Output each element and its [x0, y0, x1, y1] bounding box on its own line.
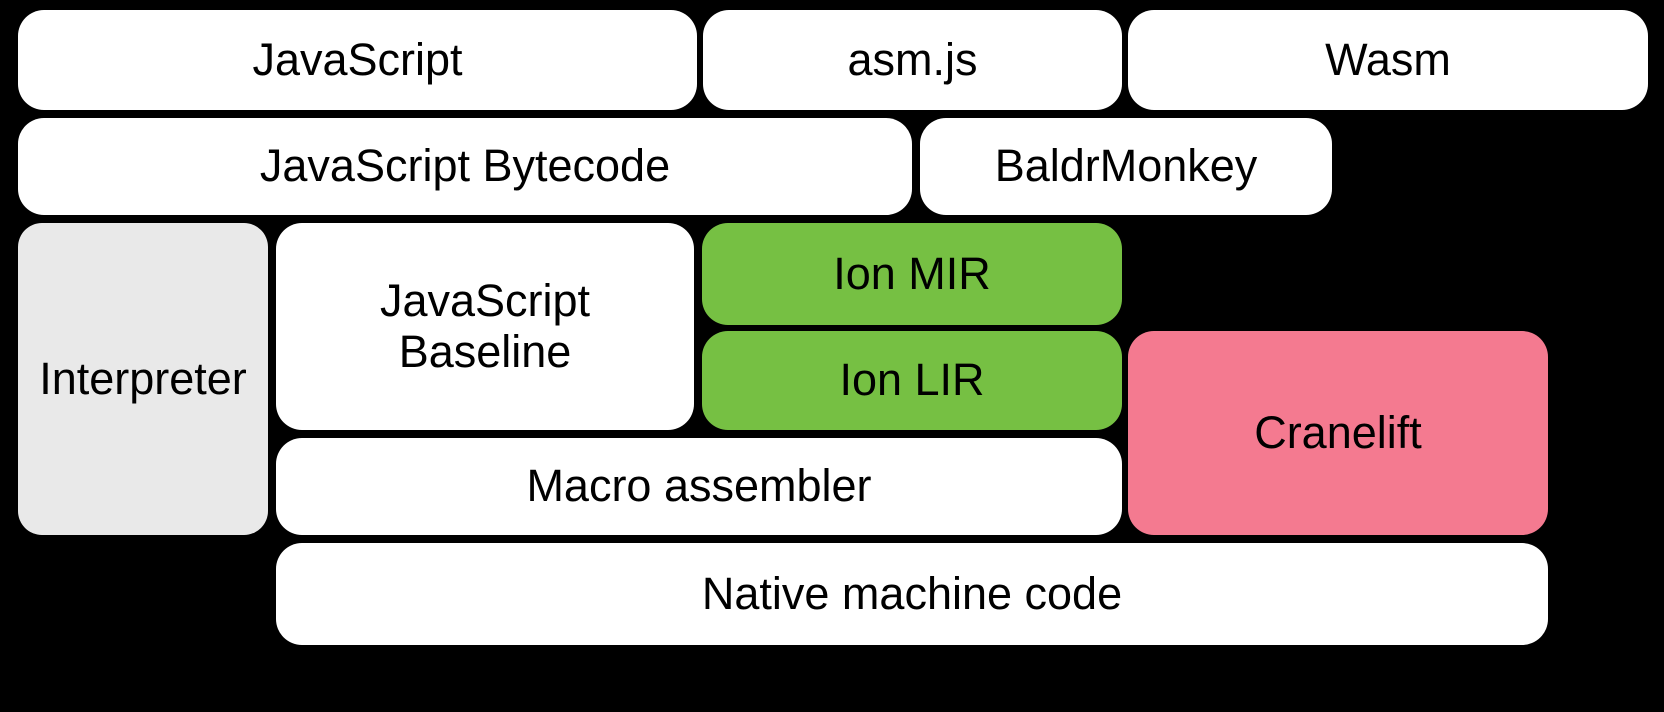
node-javascript-bytecode[interactable]: JavaScript Bytecode	[18, 118, 912, 215]
node-baldrmonkey[interactable]: BaldrMonkey	[920, 118, 1332, 215]
node-interpreter[interactable]: Interpreter	[18, 223, 268, 535]
node-asmjs[interactable]: asm.js	[703, 10, 1122, 110]
node-native-machine-code[interactable]: Native machine code	[276, 543, 1548, 645]
node-ion-mir[interactable]: Ion MIR	[702, 223, 1122, 325]
node-cranelift[interactable]: Cranelift	[1128, 331, 1548, 535]
node-macro-assembler[interactable]: Macro assembler	[276, 438, 1122, 535]
node-javascript[interactable]: JavaScript	[18, 10, 697, 110]
node-ion-lir[interactable]: Ion LIR	[702, 331, 1122, 430]
node-wasm[interactable]: Wasm	[1128, 10, 1648, 110]
node-javascript-baseline[interactable]: JavaScript Baseline	[276, 223, 694, 430]
